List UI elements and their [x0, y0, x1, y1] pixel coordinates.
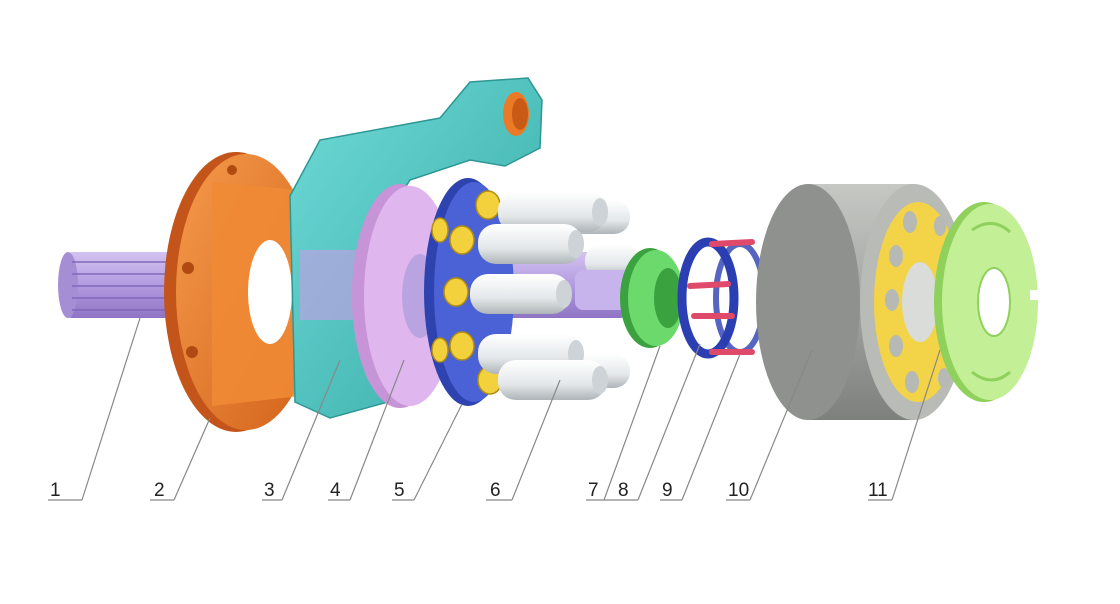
leader-8 — [637, 343, 701, 501]
piston-row-front — [470, 192, 608, 400]
callout-6: 6 — [490, 480, 501, 501]
callout-4: 4 — [330, 480, 341, 501]
callout-2: 2 — [154, 480, 165, 501]
valve-plate — [934, 202, 1044, 402]
cylinder-block — [756, 184, 968, 420]
pistons — [470, 192, 640, 400]
callout-9: 9 — [662, 480, 673, 501]
callout-7: 7 — [588, 480, 599, 501]
leader-10 — [749, 349, 813, 501]
callout-10: 10 — [728, 480, 749, 501]
leader-2 — [173, 417, 211, 501]
leader-lines — [48, 317, 941, 501]
leader-5 — [413, 403, 463, 501]
leader-7 — [603, 345, 661, 501]
swash-plate — [289, 77, 543, 419]
spring-cage — [677, 237, 767, 359]
callout-3: 3 — [264, 480, 275, 501]
callout-5: 5 — [394, 480, 405, 501]
leader-1 — [81, 317, 141, 501]
ball-guide — [620, 248, 684, 348]
leader-9 — [681, 353, 741, 501]
callout-1: 1 — [50, 480, 61, 501]
leader-6 — [511, 379, 561, 501]
leader-11 — [891, 349, 941, 501]
leader-4 — [349, 359, 405, 501]
callout-11: 11 — [868, 480, 888, 501]
leader-3 — [281, 359, 341, 501]
springs — [687, 239, 755, 355]
callout-labels: 1 2 3 4 5 6 7 8 9 10 11 — [50, 480, 888, 501]
callout-8: 8 — [618, 480, 629, 501]
